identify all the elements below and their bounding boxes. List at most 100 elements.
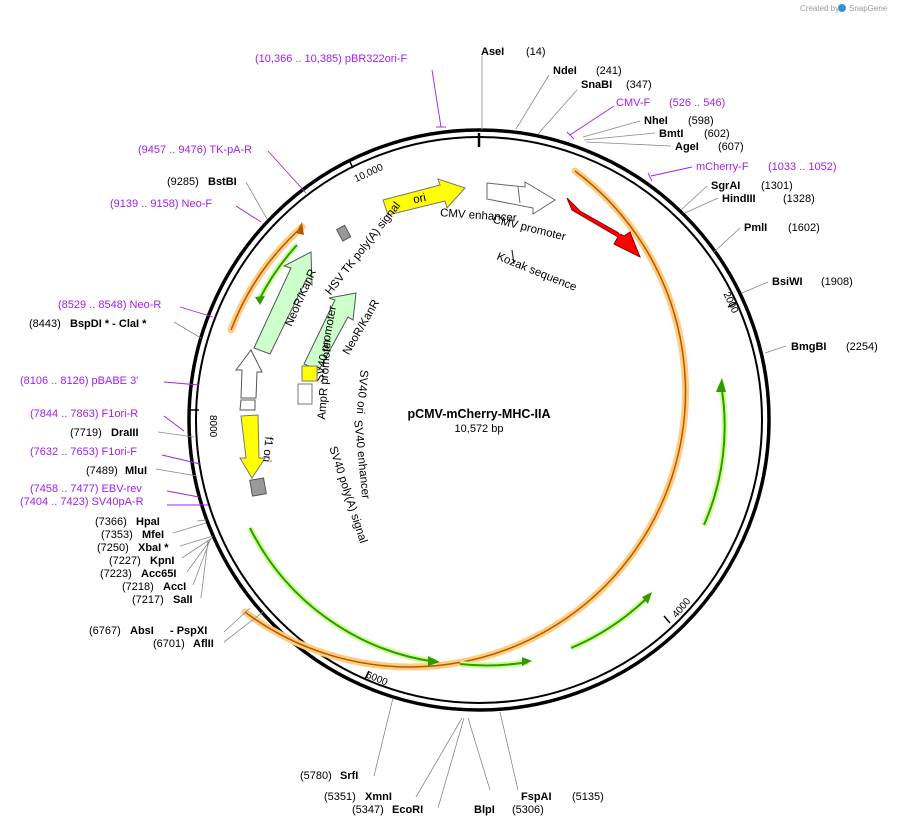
site-DraIII[interactable]: DraIII	[111, 427, 139, 439]
sv40-ori-label: SV40 ori	[354, 369, 370, 414]
site-SnaBI[interactable]: SnaBI	[581, 79, 612, 91]
site-pos-SnaBI: (347)	[626, 79, 652, 91]
site-BmtI[interactable]: BmtI	[659, 128, 683, 140]
primer-sites: (10,366 .. 10,385) pBR322ori-F CMV-F (52…	[20, 53, 837, 508]
sv40-polya-box	[249, 477, 267, 497]
primer-pBR322ori-F[interactable]: (10,366 .. 10,385) pBR322ori-F	[255, 53, 408, 65]
primer-EBV-rev[interactable]: (7458 .. 7477) EBV-rev	[30, 483, 142, 495]
ori-feature: ori	[382, 178, 466, 216]
orange-feature-arcs	[227, 167, 689, 671]
plasmid-size: 10,572 bp	[455, 423, 504, 435]
cmv-enhancer-label: CMV enhancer	[440, 207, 518, 224]
site-pos-SalI: (7217)	[132, 594, 164, 606]
site-NdeI[interactable]: NdeI	[553, 65, 577, 77]
primer-pos-CMV-F: (526 .. 546)	[669, 97, 725, 109]
primer-leader-lines	[161, 69, 693, 506]
site-KpnI[interactable]: KpnI	[150, 555, 174, 567]
site-pos-BmgBI: (2254)	[846, 341, 878, 353]
primer-TK-pA-R[interactable]: (9457 .. 9476) TK-pA-R	[138, 144, 252, 156]
primer-F1ori-F[interactable]: (7632 .. 7653) F1ori-F	[30, 446, 137, 458]
site-BstBI[interactable]: BstBI	[208, 176, 237, 188]
site-PmlI[interactable]: PmlI	[744, 222, 767, 234]
snapgene-logo-icon	[838, 4, 846, 12]
site-pos-BstBI: (9285)	[167, 176, 199, 188]
backbone-outer-ring	[187, 128, 771, 712]
f1-ori-feature: f1 ori	[239, 414, 274, 479]
site-pos-AccI: (7218)	[122, 581, 154, 593]
site-leader-lines	[155, 56, 787, 809]
site-pos-XbaI: (7250)	[97, 542, 129, 554]
site-XbaI[interactable]: XbaI *	[138, 542, 169, 554]
hsv-tk-polya-box	[335, 224, 352, 242]
site-MluI[interactable]: MluI	[125, 465, 147, 477]
site-pos-BmtI: (602)	[704, 128, 730, 140]
site-HindIII[interactable]: HindIII	[722, 193, 756, 205]
site-BspDI-ClaI[interactable]: BspDI * - ClaI *	[70, 318, 147, 330]
site-NheI[interactable]: NheI	[644, 115, 668, 127]
sv40-ori-box	[301, 365, 318, 382]
site-pos-HpaI: (7366)	[95, 516, 127, 528]
neor-inner-feature: NeoR/KanR	[303, 292, 382, 371]
site-AflII[interactable]: AflII	[193, 638, 214, 650]
restriction-sites: AseI (14) NdeI (241) SnaBI (347) NheI (5…	[29, 46, 878, 816]
site-AgeI[interactable]: AgeI	[675, 141, 699, 153]
site-SrfI[interactable]: SrfI	[340, 770, 358, 782]
site-AccI[interactable]: AccI	[163, 581, 186, 593]
site-pos-SgrAI: (1301)	[761, 180, 793, 192]
sv40-enhancer-box	[297, 383, 313, 405]
plasmid-name: pCMV-mCherry-MHC-IIA	[407, 407, 550, 421]
site-pos-EcoRI: (5347)	[352, 804, 384, 816]
ori-label: ori	[412, 192, 427, 206]
primer-pos-mCherry-F: (1033 .. 1052)	[768, 161, 837, 173]
primer-CMV-F[interactable]: CMV-F	[616, 97, 651, 109]
site-SgrAI[interactable]: SgrAI	[711, 180, 740, 192]
primer-pBABE-3[interactable]: (8106 .. 8126) pBABE 3'	[20, 375, 138, 387]
site-AseI[interactable]: AseI	[481, 46, 504, 58]
site-MfeI[interactable]: MfeI	[142, 529, 164, 541]
site-EcoRI[interactable]: EcoRI	[392, 804, 423, 816]
site-pos-FspAI: (5135)	[572, 791, 604, 803]
site-pos-AflII: (6701)	[153, 638, 185, 650]
site-pos-BlpI: (5306)	[512, 804, 544, 816]
site-BsiWI[interactable]: BsiWI	[772, 276, 803, 288]
tick-label-2000: 2000	[721, 290, 741, 315]
primer-F1ori-R[interactable]: (7844 .. 7863) F1ori-R	[30, 408, 138, 420]
hsv-tk-polya-label: HSV TK poly(A) signal	[323, 200, 403, 297]
sv40-enhancer-label: SV40 enhancer	[351, 419, 371, 499]
site-XmnI[interactable]: XmnI	[365, 791, 392, 803]
site-PspXI[interactable]: - PspXI	[170, 625, 207, 637]
site-pos-XmnI: (5351)	[324, 791, 356, 803]
ampr-promoter-label: AmpR promoter	[316, 338, 334, 420]
site-pos-BspDI-ClaI: (8443)	[29, 318, 61, 330]
kozak-label: Kozak sequence	[495, 251, 578, 294]
site-pos-PmlI: (1602)	[788, 222, 820, 234]
site-pos-NheI: (598)	[688, 115, 714, 127]
site-pos-DraIII: (7719)	[70, 427, 102, 439]
f1-ori-label: f1 ori	[260, 436, 274, 463]
primer-Neo-F[interactable]: (9139 .. 9158) Neo-F	[110, 198, 212, 210]
site-SalI[interactable]: SalI	[173, 594, 193, 606]
site-Acc65I[interactable]: Acc65I	[141, 568, 176, 580]
primer-Neo-R[interactable]: (8529 .. 8548) Neo-R	[58, 299, 161, 311]
kozak-marker	[511, 249, 515, 265]
site-AbsI[interactable]: AbsI	[130, 625, 154, 637]
green-feature-arcs	[247, 242, 728, 669]
site-BmgBI[interactable]: BmgBI	[791, 341, 826, 353]
site-pos-SrfI: (5780)	[300, 770, 332, 782]
site-BlpI[interactable]: BlpI	[474, 804, 495, 816]
primer-mCherry-F[interactable]: mCherry-F	[696, 161, 749, 173]
site-pos-KpnI: (7227)	[109, 555, 141, 567]
site-HpaI[interactable]: HpaI	[136, 516, 160, 528]
site-pos-AseI: (14)	[526, 46, 546, 58]
primer-SV40pA-R[interactable]: (7404 .. 7423) SV40pA-R	[20, 496, 144, 508]
created-by-text: Created by	[800, 4, 839, 13]
site-pos-MfeI: (7353)	[101, 529, 133, 541]
site-pos-BsiWI: (1908)	[821, 276, 853, 288]
tick-label-6000: 6000	[364, 670, 389, 689]
cmv-promoter-label: CMV promoter	[491, 214, 567, 244]
site-pos-HindIII: (1328)	[783, 193, 815, 205]
brand-name: SnapGene	[849, 4, 888, 13]
site-FspAI[interactable]: FspAI	[521, 791, 552, 803]
site-pos-AgeI: (607)	[718, 141, 744, 153]
